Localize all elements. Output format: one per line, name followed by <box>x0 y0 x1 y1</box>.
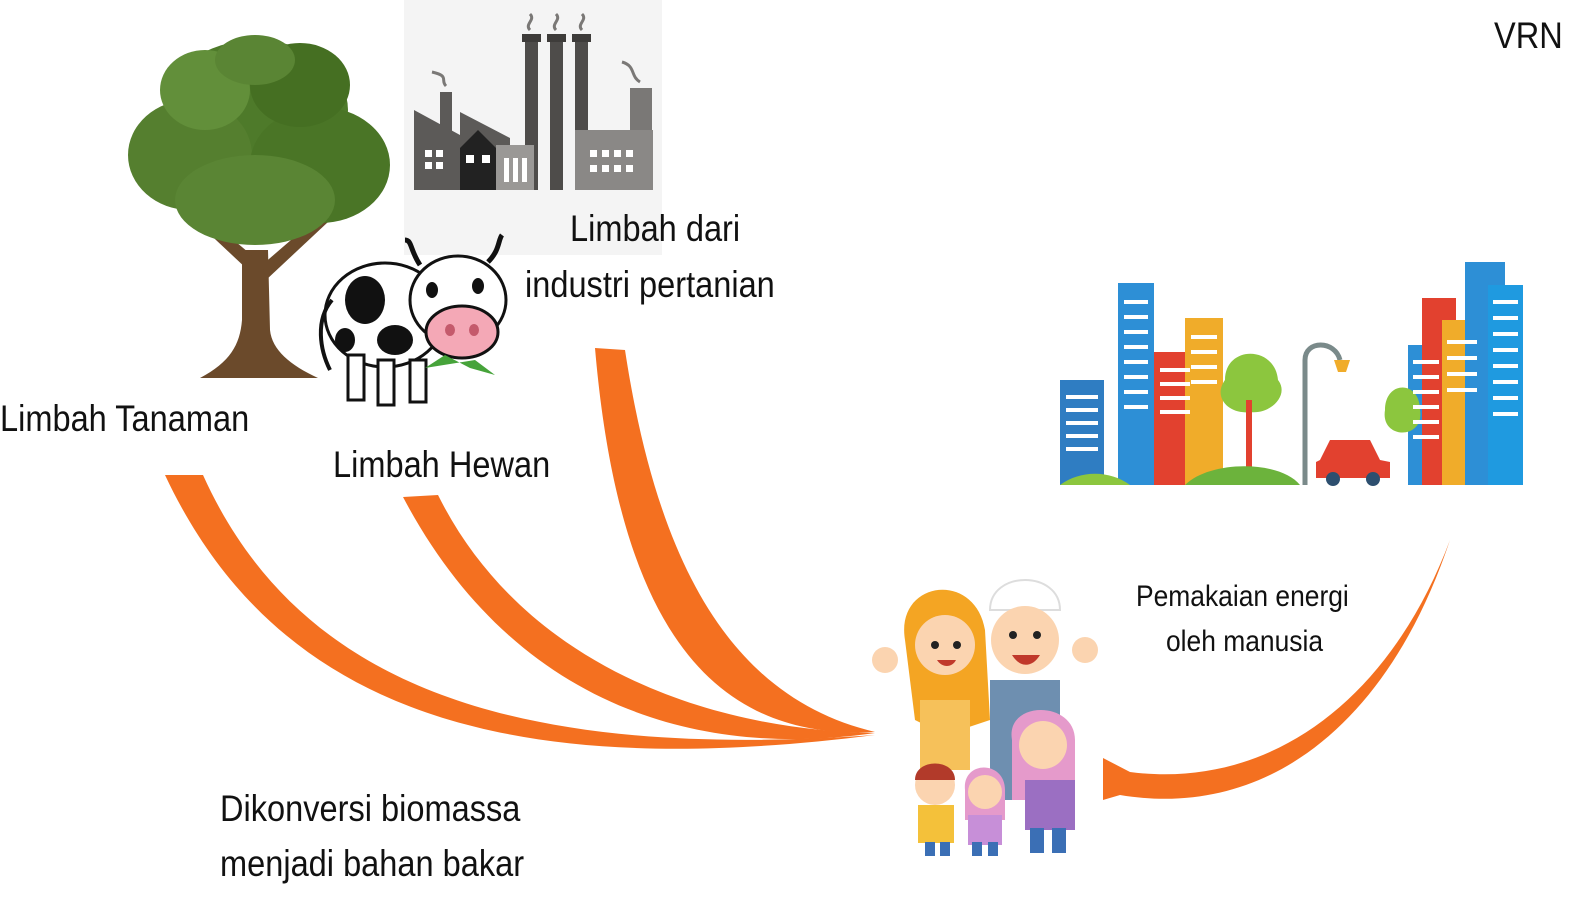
arrow-city-to-family <box>1103 540 1450 800</box>
label-animal-waste: Limbah Hewan <box>333 444 551 485</box>
corner-label: VRN <box>1494 15 1563 56</box>
label-agro-industry-line1: Limbah dari <box>570 208 741 249</box>
label-conversion-line1: Dikonversi biomassa <box>220 788 521 829</box>
label-conversion-line2: menjadi bahan bakar <box>220 843 525 884</box>
cow-icon <box>318 233 508 407</box>
label-energy-use-line2: oleh manusia <box>1166 625 1324 658</box>
family-icon <box>872 579 1098 856</box>
arrow-industry-to-family <box>595 348 875 733</box>
city-icon <box>1060 262 1523 486</box>
tree-icon <box>128 35 390 378</box>
factory-icon <box>404 0 662 255</box>
arrow-animal-to-family <box>403 495 875 740</box>
label-energy-use-line1: Pemakaian energi <box>1136 580 1349 613</box>
label-agro-industry-line2: industri pertanian <box>525 264 775 305</box>
flow-arrows <box>165 348 1450 800</box>
label-plant-waste: Limbah Tanaman <box>0 398 250 439</box>
